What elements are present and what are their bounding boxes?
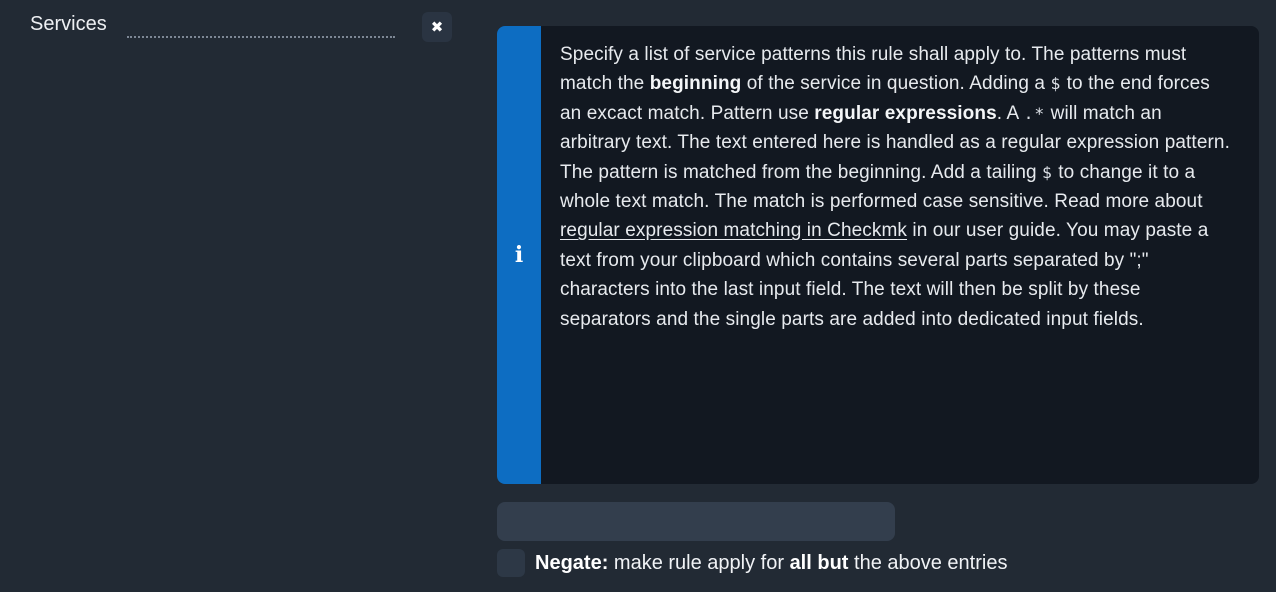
- negate-checkbox[interactable]: [497, 549, 525, 577]
- text-segment: to the end forces an excact match. Patte…: [560, 73, 1210, 124]
- text-segment: make rule apply for: [608, 552, 790, 574]
- text-segment: regular expressions: [814, 102, 997, 124]
- text-segment: Negate:: [535, 552, 609, 574]
- help-text: Specify a list of service patterns this …: [541, 26, 1259, 484]
- text-segment: . A: [996, 102, 1024, 124]
- text-segment: .*: [1023, 103, 1046, 123]
- text-segment: in our user guide. You may paste a text …: [560, 220, 1209, 330]
- services-field-label: Services: [30, 13, 107, 35]
- negate-label: Negate: make rule apply for all but the …: [535, 549, 1007, 577]
- regex-guide-link[interactable]: regular expression matching in Checkmk: [560, 220, 908, 242]
- text-segment: beginning: [649, 73, 742, 95]
- text-segment: of the service in question. Adding a: [741, 73, 1051, 95]
- text-segment: $: [1050, 74, 1062, 94]
- negate-row: Negate: make rule apply for all but the …: [497, 549, 1007, 577]
- remove-services-condition-button[interactable]: ✖: [422, 12, 452, 42]
- text-segment: the above entries: [848, 552, 1008, 574]
- text-segment: to change it to a whole text match. The …: [560, 161, 1203, 213]
- dotted-leader: [127, 23, 395, 38]
- info-icon: i: [514, 242, 524, 268]
- text-segment: all but: [789, 552, 849, 574]
- text-segment: Specify a list of service patterns this …: [560, 44, 1187, 95]
- services-help-box: i Specify a list of service patterns thi…: [497, 26, 1259, 484]
- info-strip: i: [497, 26, 541, 484]
- close-icon: ✖: [430, 18, 444, 36]
- service-pattern-input[interactable]: [497, 502, 895, 541]
- text-segment: $: [1042, 162, 1053, 182]
- text-segment: will match an arbitrary text. The text e…: [560, 102, 1230, 183]
- services-field-row: Services ✖: [30, 9, 454, 43]
